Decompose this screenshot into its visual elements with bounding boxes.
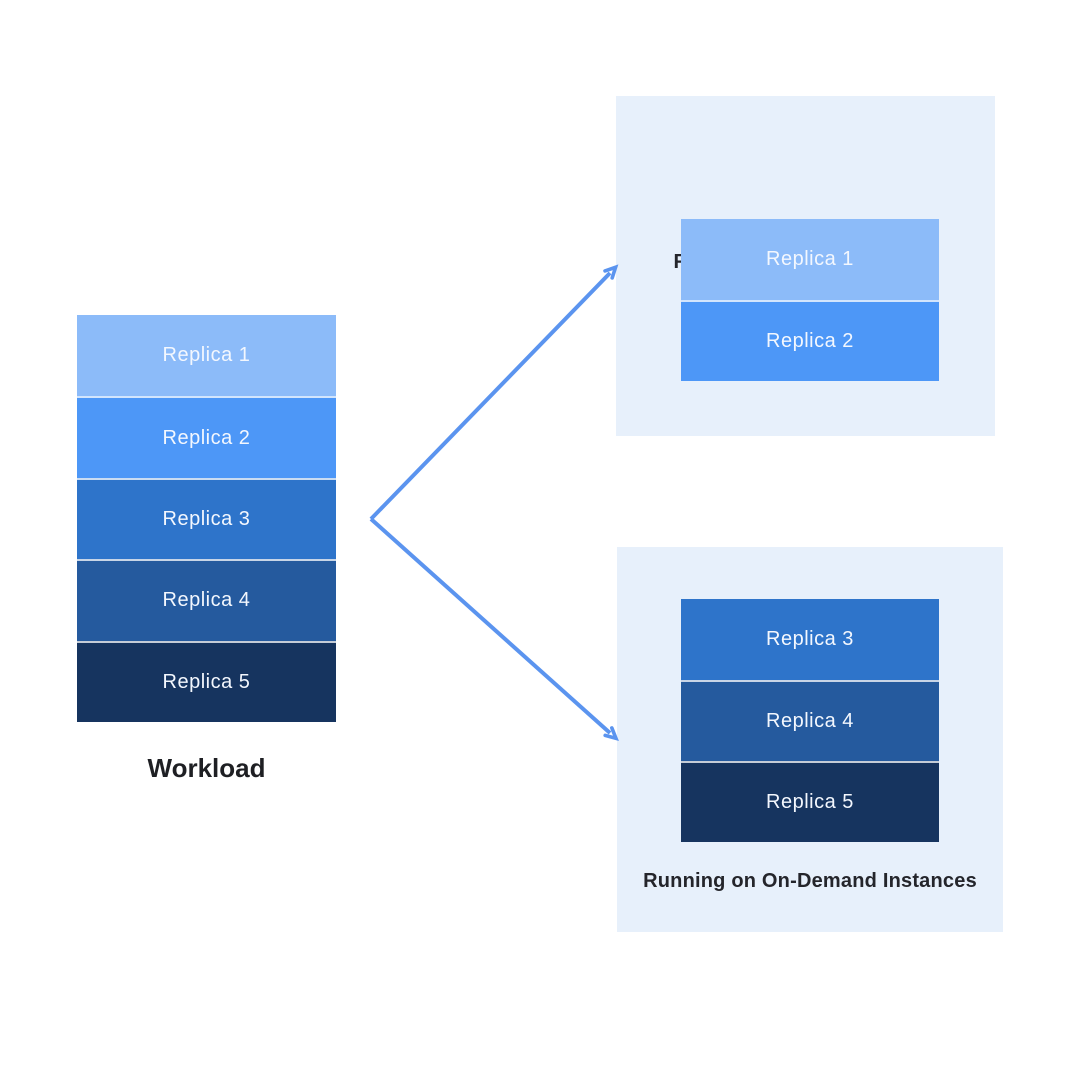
workload-replica-3: Replica 3 — [77, 477, 336, 560]
workload-replica-4: Replica 4 — [77, 559, 336, 641]
replica-label: Replica 4 — [766, 710, 854, 732]
arrow-to-spot-icon — [369, 264, 619, 521]
replica-label: Replica 5 — [162, 670, 251, 693]
ondemand-replica-3: Replica 3 — [681, 599, 939, 680]
spot-instances-panel: Running on Spot Instances Replica 1 Repl… — [616, 96, 995, 436]
replica-label: Replica 2 — [162, 426, 251, 449]
workload-replica-2: Replica 2 — [77, 396, 336, 478]
replica-label: Replica 3 — [766, 628, 854, 650]
workload-replica-5: Replica 5 — [77, 640, 336, 722]
workload-stack: Replica 1 Replica 2 Replica 3 Replica 4 … — [77, 315, 336, 722]
replica-label: Replica 1 — [766, 248, 854, 270]
workload-replica-1: Replica 1 — [77, 315, 336, 397]
ondemand-instances-panel: Replica 3 Replica 4 Replica 5 Running on… — [617, 547, 1003, 932]
spot-replica-2: Replica 2 — [681, 300, 939, 381]
workload-title: Workload — [147, 753, 266, 783]
ondemand-panel-title: Running on On-Demand Instances — [643, 870, 977, 892]
spot-replica-1: Replica 1 — [681, 219, 939, 300]
replica-label: Replica 2 — [766, 330, 854, 352]
replica-label: Replica 5 — [766, 791, 854, 813]
spot-stack: Replica 1 Replica 2 — [681, 219, 939, 381]
replica-label: Replica 3 — [162, 507, 251, 530]
replica-label: Replica 4 — [162, 589, 251, 612]
ondemand-replica-4: Replica 4 — [681, 680, 939, 761]
arrow-to-ondemand-icon — [369, 517, 619, 742]
ondemand-stack: Replica 3 Replica 4 Replica 5 — [681, 599, 939, 842]
ondemand-replica-5: Replica 5 — [681, 761, 939, 842]
replica-label: Replica 1 — [162, 344, 251, 367]
